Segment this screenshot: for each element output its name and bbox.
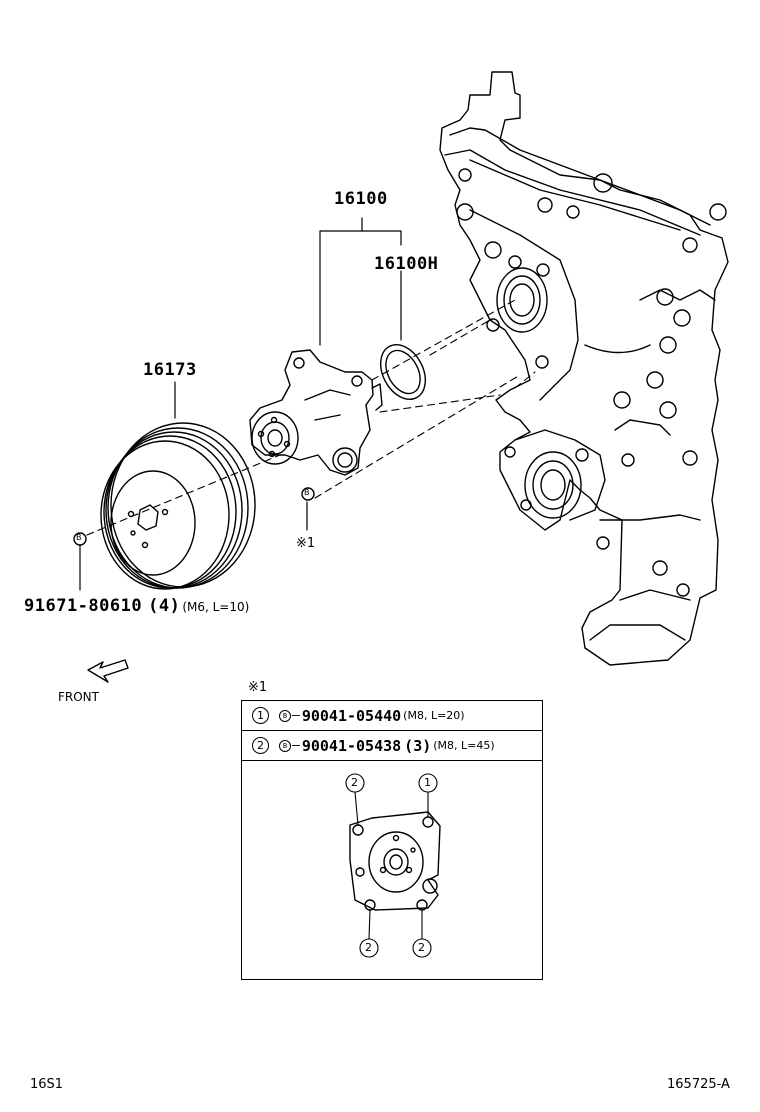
note-title: ※1: [248, 680, 268, 695]
bolt-position-callouts: [345, 773, 438, 958]
callout-top-right: 1: [424, 776, 431, 789]
note-row-index: 2: [252, 737, 269, 754]
water-pump-pulley: [100, 422, 256, 590]
callout-top-left: 2: [351, 776, 358, 789]
front-label: FRONT: [58, 690, 99, 704]
front-arrow-icon: [87, 659, 129, 683]
gasket-part-number: 16100H: [374, 254, 439, 274]
bolt-symbol: B: [279, 709, 291, 722]
note-row-qty: (3): [404, 736, 432, 755]
bolt-marker-b-pump: B: [304, 488, 310, 497]
note-row-part-number: 90041-05438: [301, 736, 402, 755]
pulley-part-number: 16173: [143, 360, 197, 380]
footer-left-code: 16S1: [30, 1077, 64, 1092]
pulley-bolt-part-number: 91671-80610: [24, 596, 143, 616]
water-pump-gasket: [380, 344, 426, 400]
pump-bolt-pattern-diagram: [349, 811, 441, 911]
water-pump-assembly: [249, 349, 383, 476]
timing-chain-cover: [439, 71, 729, 666]
pulley-bolt-spec: (M6, L=10): [182, 600, 250, 614]
bolt-marker-b-left: B: [76, 533, 82, 542]
callout-bottom-right: 2: [418, 941, 425, 954]
callout-bottom-left: 2: [365, 941, 372, 954]
bolt-note-table: 1 B— 90041-05440 (M8, L=20) 2 B— 90041-0…: [241, 700, 543, 980]
note-reference-marker: ※1: [296, 536, 316, 551]
bolt-symbol: B: [279, 739, 291, 752]
note-row-spec: (M8, L=20): [403, 709, 465, 722]
pulley-bolt-label: 91671-80610(4)(M6, L=10): [24, 596, 249, 616]
note-row-1: 1 B— 90041-05440 (M8, L=20): [242, 701, 542, 731]
note-row-part-number: 90041-05440: [301, 706, 402, 725]
centerline-dashes: [86, 299, 536, 536]
pulley-bolt-qty: (4): [148, 596, 181, 616]
note-row-2: 2 B— 90041-05438 (3) (M8, L=45): [242, 731, 542, 761]
note-row-spec: (M8, L=45): [433, 739, 495, 752]
footer-right-code: 165725-A: [667, 1077, 730, 1092]
pump-assembly-part-number: 16100: [334, 189, 388, 209]
note-row-index: 1: [252, 707, 269, 724]
leader-lines: [79, 217, 402, 591]
bolt-marker-b: [73, 487, 315, 546]
